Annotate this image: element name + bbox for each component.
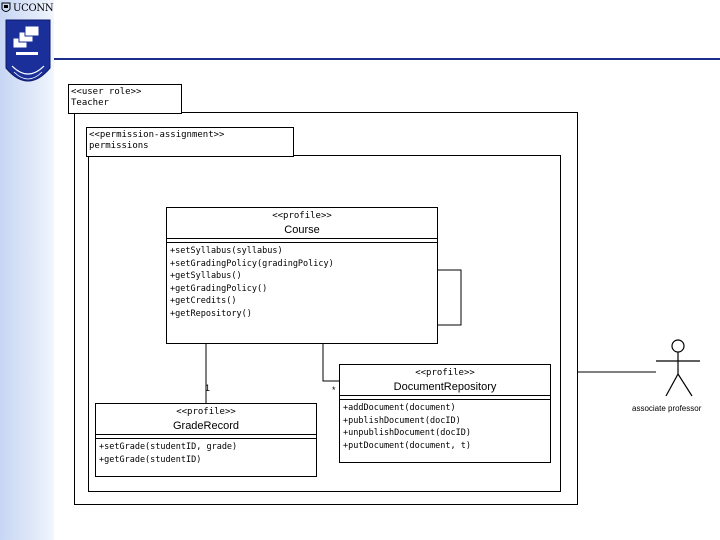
operation: +putDocument(document, t)	[343, 440, 471, 451]
class-grade-header: <<profile>> GradeRecord	[96, 404, 316, 435]
actor-label: associate professor	[632, 404, 702, 413]
role-stereotype: <<user role>>	[71, 87, 142, 97]
header-rule	[54, 58, 720, 60]
uconn-wordmark: UCONN	[13, 2, 54, 14]
class-grade-operations: +setGrade(studentID, grade) +getGrade(st…	[96, 438, 316, 468]
role-tab: <<user role>> Teacher	[68, 84, 182, 114]
multiplicity-repository: *	[332, 385, 336, 395]
class-course-header: <<profile>> Course	[167, 208, 437, 239]
class-repository-operations: +addDocument(document) +publishDocument(…	[340, 399, 550, 454]
class-course-stereotype: <<profile>>	[272, 211, 332, 221]
assignment-tab: <<permission-assignment>> permissions	[86, 127, 294, 157]
operation: +getGradingPolicy()	[170, 283, 268, 294]
operation: +publishDocument(docID)	[343, 415, 461, 426]
uconn-logo: UCONN	[1, 1, 54, 15]
actor-icon	[656, 339, 700, 397]
multiplicity-grade: 1	[205, 383, 211, 393]
class-course-name: Course	[284, 224, 320, 236]
class-repository-header: <<profile>> DocumentRepository	[340, 365, 550, 396]
class-grade-name: GradeRecord	[172, 420, 240, 432]
operation: +unpublishDocument(docID)	[343, 428, 471, 439]
lab-seal-icon	[5, 19, 51, 82]
class-grade-stereotype: <<profile>>	[176, 407, 236, 417]
course-repository-association	[322, 328, 340, 382]
course-self-association	[436, 269, 462, 326]
class-document-repository: <<profile>> DocumentRepository +addDocum…	[339, 364, 551, 463]
class-repository-name: DocumentRepository	[393, 381, 497, 393]
operation: +getSyllabus()	[170, 271, 242, 282]
role-name: Teacher	[71, 98, 109, 108]
husky-icon	[1, 2, 11, 12]
operation: +getRepository()	[170, 308, 252, 319]
assignment-stereotype: <<permission-assignment>>	[89, 130, 225, 140]
assignment-name: permissions	[89, 141, 149, 151]
class-grade-record: <<profile>> GradeRecord +setGrade(studen…	[95, 403, 317, 477]
sidebar-band: UCONN	[0, 0, 54, 540]
class-course-operations: +setSyllabus(syllabus) +setGradingPolicy…	[167, 242, 437, 323]
operation: +getCredits()	[170, 296, 237, 307]
class-course: <<profile>> Course +setSyllabus(syllabus…	[166, 207, 438, 344]
operation: +setGrade(studentID, grade)	[99, 442, 238, 452]
operation: +setSyllabus(syllabus)	[170, 246, 283, 256]
operation: +addDocument(document)	[343, 403, 456, 413]
operation: +getGrade(studentID)	[99, 454, 202, 465]
operation: +setGradingPolicy(gradingPolicy)	[170, 258, 334, 269]
class-repository-stereotype: <<profile>>	[415, 368, 475, 378]
